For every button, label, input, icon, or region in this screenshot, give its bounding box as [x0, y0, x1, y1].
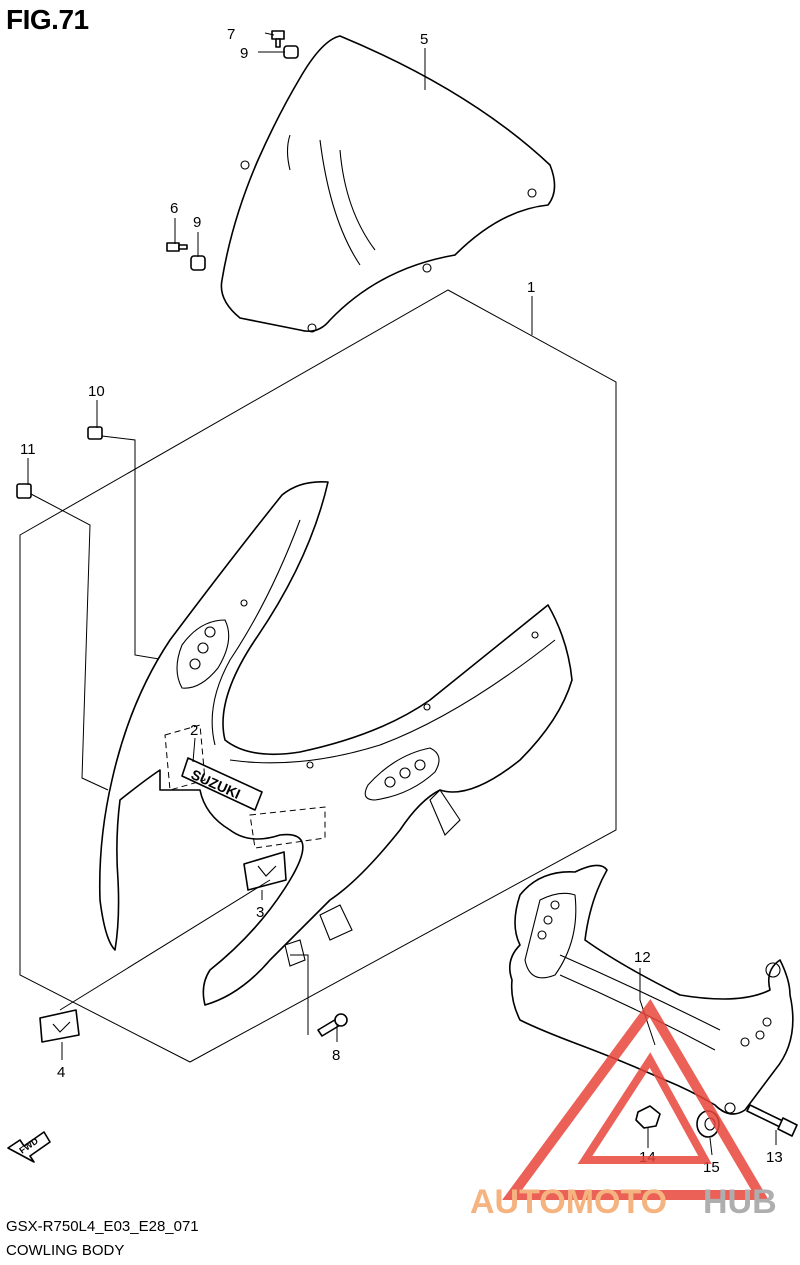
screw-8[interactable]: [317, 1013, 348, 1037]
callout-2: 2: [190, 722, 198, 739]
nut-14[interactable]: [635, 1105, 661, 1129]
callout-11: 11: [20, 441, 36, 458]
well-nut-9-top[interactable]: [283, 45, 299, 59]
callout-12: 12: [634, 949, 651, 966]
callout-9-side: 9: [193, 214, 201, 231]
fwd-arrow-icon: FWD: [7, 1131, 51, 1163]
watermark-text-hub: HUB: [703, 1183, 777, 1221]
callout-13: 13: [766, 1149, 783, 1166]
callout-9-top: 9: [240, 45, 248, 62]
cowling-body[interactable]: [98, 480, 573, 1006]
sticker-4[interactable]: [39, 1009, 80, 1043]
callout-7: 7: [227, 26, 235, 43]
watermark-text-automoto: AUTOMOTO: [470, 1183, 667, 1221]
assembly-frame: [19, 289, 617, 1063]
callout-6: 6: [170, 200, 178, 217]
well-nut-9-side[interactable]: [190, 255, 206, 271]
watermark-triangle-icon: [502, 998, 769, 1200]
callout-3: 3: [256, 904, 264, 921]
watermark-triangle-inner-icon: [577, 1052, 712, 1164]
model-code: GSX-R750L4_E03_E28_071: [6, 1218, 199, 1235]
windscreen[interactable]: [220, 35, 556, 333]
callout-labels: 1 2 3 4 5 6 7 8 9 9 10 11 12 13 14 15: [20, 26, 783, 1176]
figure-title: FIG.71: [6, 4, 89, 35]
diagram-caption: COWLING BODY: [6, 1242, 125, 1259]
screw-7[interactable]: [271, 30, 285, 48]
callout-4: 4: [57, 1064, 65, 1081]
leader-lines: [27, 32, 777, 1156]
clip-10[interactable]: [87, 426, 103, 440]
sticker-3[interactable]: [243, 851, 287, 891]
callout-10: 10: [88, 383, 105, 400]
screw-6[interactable]: [166, 242, 188, 252]
callout-8: 8: [332, 1047, 340, 1064]
clip-11[interactable]: [16, 483, 32, 499]
cowling-bracket[interactable]: [509, 864, 794, 1115]
bolt-13[interactable]: [746, 1104, 798, 1137]
callout-1: 1: [527, 279, 535, 296]
callout-5: 5: [420, 31, 428, 48]
watermark-logo: AUTOMOTO HUB: [470, 998, 777, 1221]
